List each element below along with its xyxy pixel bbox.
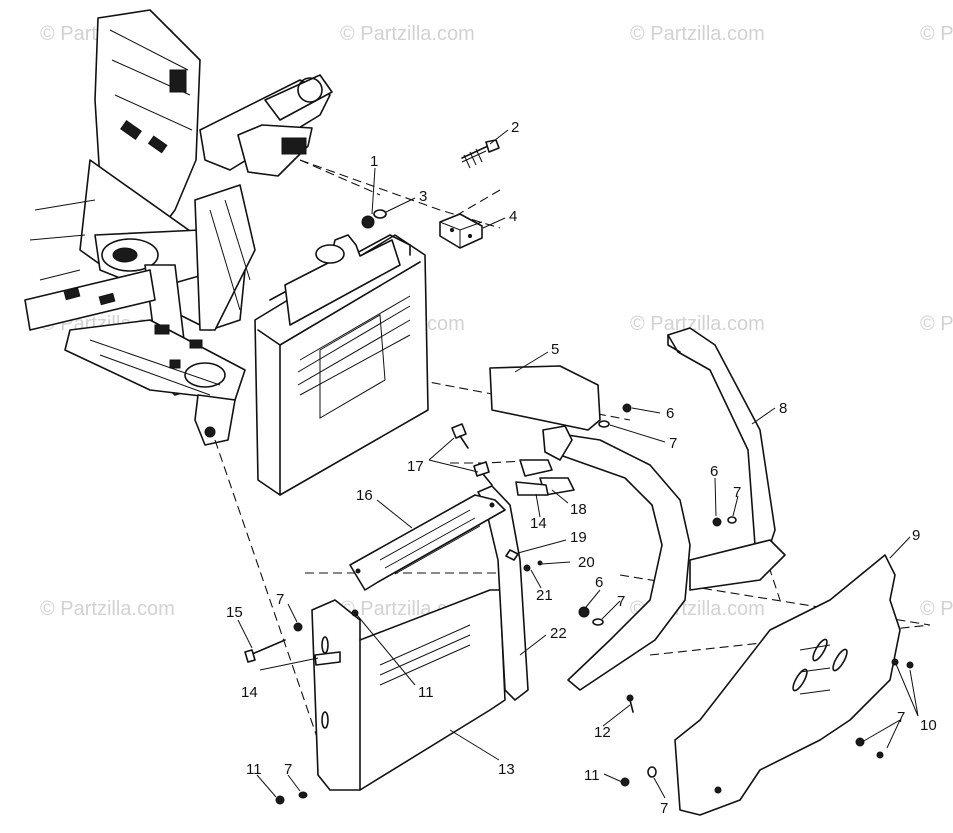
callout-7e: 7 — [897, 709, 905, 726]
callout-21: 21 — [536, 587, 553, 604]
part-top-plate-16 — [349, 494, 506, 591]
callout-11c: 11 — [584, 767, 600, 784]
callout-6b: 6 — [710, 463, 718, 480]
watermark: © Partzilla.com — [630, 23, 765, 45]
callout-7g: 7 — [660, 800, 668, 817]
callout-labels: 1 2 3 4 5 6 7 8 17 6 7 18 14 16 9 19 20 … — [226, 119, 937, 817]
part-bolt-2 — [461, 139, 500, 169]
callout-22: 22 — [550, 625, 567, 642]
callout-14b: 14 — [241, 684, 258, 701]
small-hardware — [244, 403, 914, 805]
callout-2: 2 — [511, 119, 519, 136]
part-skid-plate-9 — [674, 554, 901, 816]
callout-15: 15 — [226, 604, 243, 621]
callout-7d: 7 — [276, 591, 284, 608]
watermark: © Partzilla.com — [40, 598, 175, 620]
callout-7f: 7 — [284, 761, 292, 778]
callout-7c: 7 — [617, 593, 625, 610]
part-shroud-13 — [311, 589, 506, 791]
part-screws-17 — [451, 423, 493, 486]
watermark: © Partzilla.com — [920, 23, 953, 45]
callout-8: 8 — [779, 400, 787, 417]
callout-13: 13 — [498, 761, 515, 778]
callout-1: 1 — [370, 153, 378, 170]
part-brace-8 — [667, 327, 776, 546]
callout-19: 19 — [570, 529, 587, 546]
callout-17: 17 — [407, 458, 424, 475]
radiator — [254, 234, 429, 496]
callout-9: 9 — [912, 527, 920, 544]
callout-14a: 14 — [530, 515, 547, 532]
callout-3: 3 — [419, 188, 427, 205]
watermark: © Partzilla.com — [920, 313, 953, 335]
callout-7b: 7 — [733, 484, 741, 501]
part-panel-5 — [489, 365, 601, 431]
callout-6a: 6 — [666, 405, 674, 422]
callout-7a: 7 — [669, 435, 677, 452]
leader-lines — [237, 129, 919, 799]
callout-16: 16 — [356, 487, 373, 504]
callout-10: 10 — [920, 717, 937, 734]
watermark: © Partzilla.com — [340, 23, 475, 45]
part-nut-1 — [361, 215, 375, 229]
callout-6c: 6 — [595, 574, 603, 591]
part-bracket-22 — [477, 485, 529, 701]
callout-4: 4 — [509, 208, 517, 225]
bumper-tube — [542, 425, 786, 691]
callout-11b: 11 — [246, 761, 262, 778]
watermark: © Partzilla.com — [630, 313, 765, 335]
callout-20: 20 — [578, 554, 595, 571]
frame-assembly — [24, 9, 333, 446]
callout-11a: 11 — [418, 684, 434, 701]
part-washer-3 — [373, 209, 387, 219]
callout-18: 18 — [570, 501, 587, 518]
callout-12: 12 — [594, 724, 611, 741]
callout-5: 5 — [551, 341, 559, 358]
part-block-4 — [439, 213, 483, 249]
watermark: © Partzilla.com — [920, 598, 953, 620]
